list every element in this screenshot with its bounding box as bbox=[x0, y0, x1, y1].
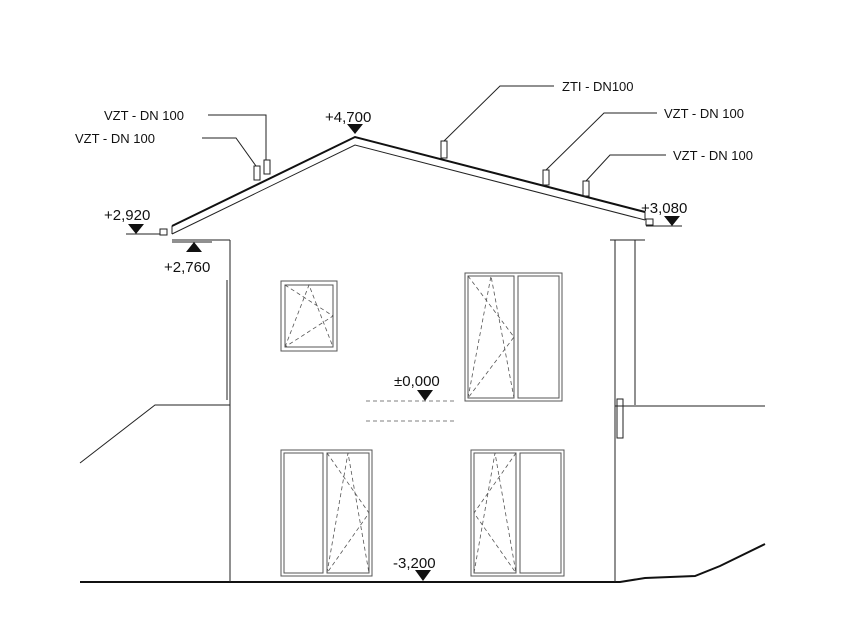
level-marker-eave-left-under: +2,760 bbox=[164, 241, 212, 276]
pipe-label-zti: ZTI - DN100 bbox=[562, 79, 634, 94]
window-upper-left bbox=[280, 280, 338, 352]
leader-lines bbox=[202, 85, 666, 182]
window-lower-left bbox=[280, 449, 373, 577]
window-lower-right bbox=[470, 449, 565, 577]
window-upper-right bbox=[464, 272, 563, 402]
level-label-ridge: +4,700 bbox=[325, 109, 371, 126]
terrain-slope-left bbox=[79, 404, 230, 464]
side-box bbox=[616, 398, 624, 439]
level-marker-ground-floor: ±0,000 bbox=[394, 373, 440, 401]
level-label-eave-right: +3,080 bbox=[641, 200, 687, 217]
pipe-label-vzt-right-lower: VZT - DN 100 bbox=[673, 148, 753, 163]
pipe-label-vzt-right-upper: VZT - DN 100 bbox=[664, 106, 744, 121]
level-marker-eave-left: +2,920 bbox=[104, 207, 160, 235]
pipe-label-vzt-left-lower: VZT - DN 100 bbox=[75, 131, 155, 146]
floor-level-lines bbox=[366, 400, 455, 422]
level-label-eave-left: +2,920 bbox=[104, 207, 150, 224]
pipe-label-vzt-left-upper: VZT - DN 100 bbox=[104, 108, 184, 123]
level-label-terrain: -3,200 bbox=[393, 555, 436, 572]
level-marker-eave-right: +3,080 bbox=[641, 200, 687, 227]
roof bbox=[159, 135, 654, 236]
pipe-zti bbox=[440, 140, 448, 159]
pipe-vzt-right-b bbox=[582, 180, 590, 197]
level-marker-ridge: +4,700 bbox=[325, 109, 371, 134]
ground-line bbox=[80, 543, 766, 583]
pipe-vzt-left-a bbox=[253, 165, 261, 181]
pipe-vzt-right-a bbox=[542, 169, 550, 186]
roof-pipes bbox=[253, 140, 590, 197]
level-label-eave-left-under: +2,760 bbox=[164, 259, 210, 276]
house-walls bbox=[172, 239, 645, 582]
level-label-ground-floor: ±0,000 bbox=[394, 373, 440, 390]
level-marker-terrain: -3,200 bbox=[393, 555, 436, 581]
pipe-vzt-left-b bbox=[263, 159, 271, 175]
